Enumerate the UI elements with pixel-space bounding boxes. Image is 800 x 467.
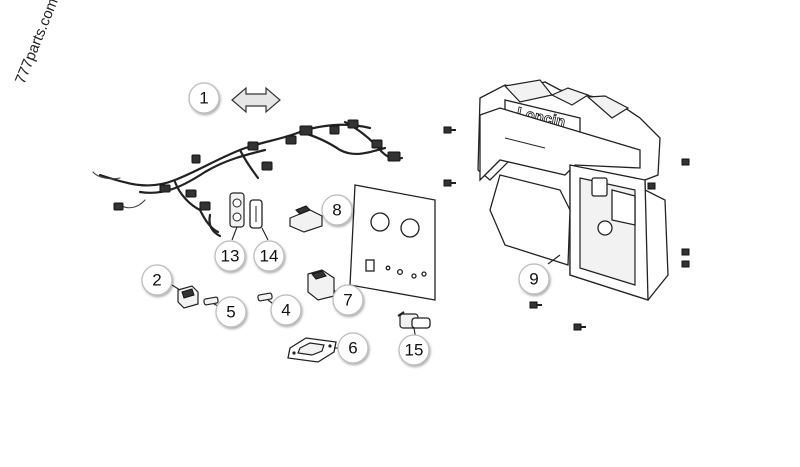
svg-text:13: 13: [221, 247, 240, 266]
callout-4: 4: [270, 294, 302, 326]
rocker-switch: [171, 284, 199, 309]
control-panel-plate: [349, 184, 436, 301]
svg-text:15: 15: [405, 341, 424, 360]
wiring-harness: [92, 119, 404, 238]
switch-part-8: [289, 205, 331, 233]
callout-9: 9: [518, 263, 550, 295]
fuse: [249, 199, 269, 241]
callout-7: 7: [332, 284, 364, 316]
svg-text:5: 5: [226, 303, 235, 322]
svg-text:14: 14: [260, 247, 279, 266]
callout-14: 14: [253, 240, 285, 272]
callout-15: 15: [398, 334, 430, 366]
svg-text:9: 9: [529, 270, 538, 289]
bolts: [443, 126, 690, 331]
double-arrow-icon: [231, 86, 281, 114]
callout-8: 8: [321, 194, 353, 226]
svg-text:2: 2: [152, 271, 161, 290]
callout-13: 13: [214, 240, 246, 272]
svg-text:4: 4: [281, 301, 290, 320]
connector-part-5: [203, 296, 223, 309]
svg-text:6: 6: [348, 339, 357, 358]
callout-6: 6: [337, 332, 369, 364]
hour-meter: [287, 337, 340, 363]
toggle-knob: [397, 311, 431, 341]
svg-text:1: 1: [199, 89, 208, 108]
callout-2: 2: [141, 264, 173, 296]
fuse-holder: [229, 192, 245, 241]
svg-text:7: 7: [343, 291, 352, 310]
svg-text:8: 8: [332, 201, 341, 220]
main-housing: Loncin: [477, 79, 669, 301]
connector-part-4: [257, 292, 277, 307]
callout-5: 5: [215, 296, 247, 328]
callout-1: 1: [188, 82, 220, 114]
